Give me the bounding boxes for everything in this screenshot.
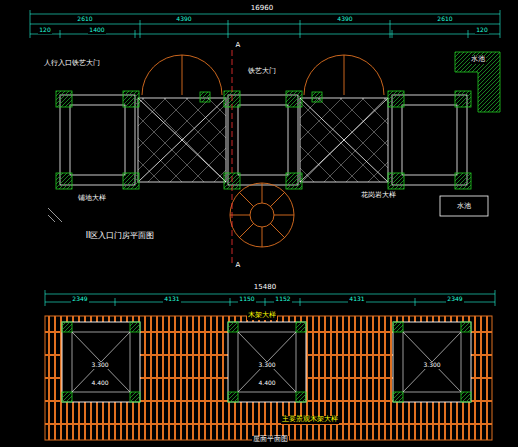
annotation-text: A: [235, 42, 242, 50]
annotation-text: 人行入口铁艺大门: [43, 60, 101, 68]
annotation-text: 主要景观木架大样: [281, 416, 339, 424]
dimension-text: 16960: [250, 5, 274, 13]
annotation-text: 水池: [470, 56, 486, 64]
dimension-text: 4390: [175, 16, 192, 23]
dimension-text: 3.300: [90, 362, 109, 369]
dimension-text: 2610: [436, 16, 453, 23]
annotation-text: II区入口门房平面图: [85, 232, 156, 241]
annotation-text: A: [235, 262, 242, 270]
dimension-text: 3.300: [422, 362, 441, 369]
annotation-text: 水池: [456, 203, 472, 211]
dimension-text: 2349: [71, 296, 88, 303]
dimension-text: 3.300: [257, 362, 276, 369]
dimension-text: 4390: [336, 16, 353, 23]
dimension-text: 4.400: [90, 380, 109, 387]
dimension-text: 2349: [446, 296, 463, 303]
dimension-text: 1150: [238, 296, 255, 303]
annotation-text: 花岗岩大样: [360, 192, 397, 200]
dimension-text: 120: [38, 27, 51, 34]
dimension-text: 120: [475, 27, 488, 34]
annotation-text: 屋面平面图: [252, 436, 289, 444]
annotation-text: 铺地大样: [77, 195, 107, 203]
dimension-text: 4.400: [257, 380, 276, 387]
dimension-text: 1400: [88, 27, 105, 34]
annotation-text: 铁艺大门: [247, 68, 277, 76]
dimension-text: 15480: [253, 284, 277, 292]
dimension-text: 1152: [274, 296, 291, 303]
dimension-text: 4131: [163, 296, 180, 303]
annotation-text: 木架大样: [247, 312, 277, 320]
dimension-text: 4131: [348, 296, 365, 303]
dimension-text: 2610: [76, 16, 93, 23]
